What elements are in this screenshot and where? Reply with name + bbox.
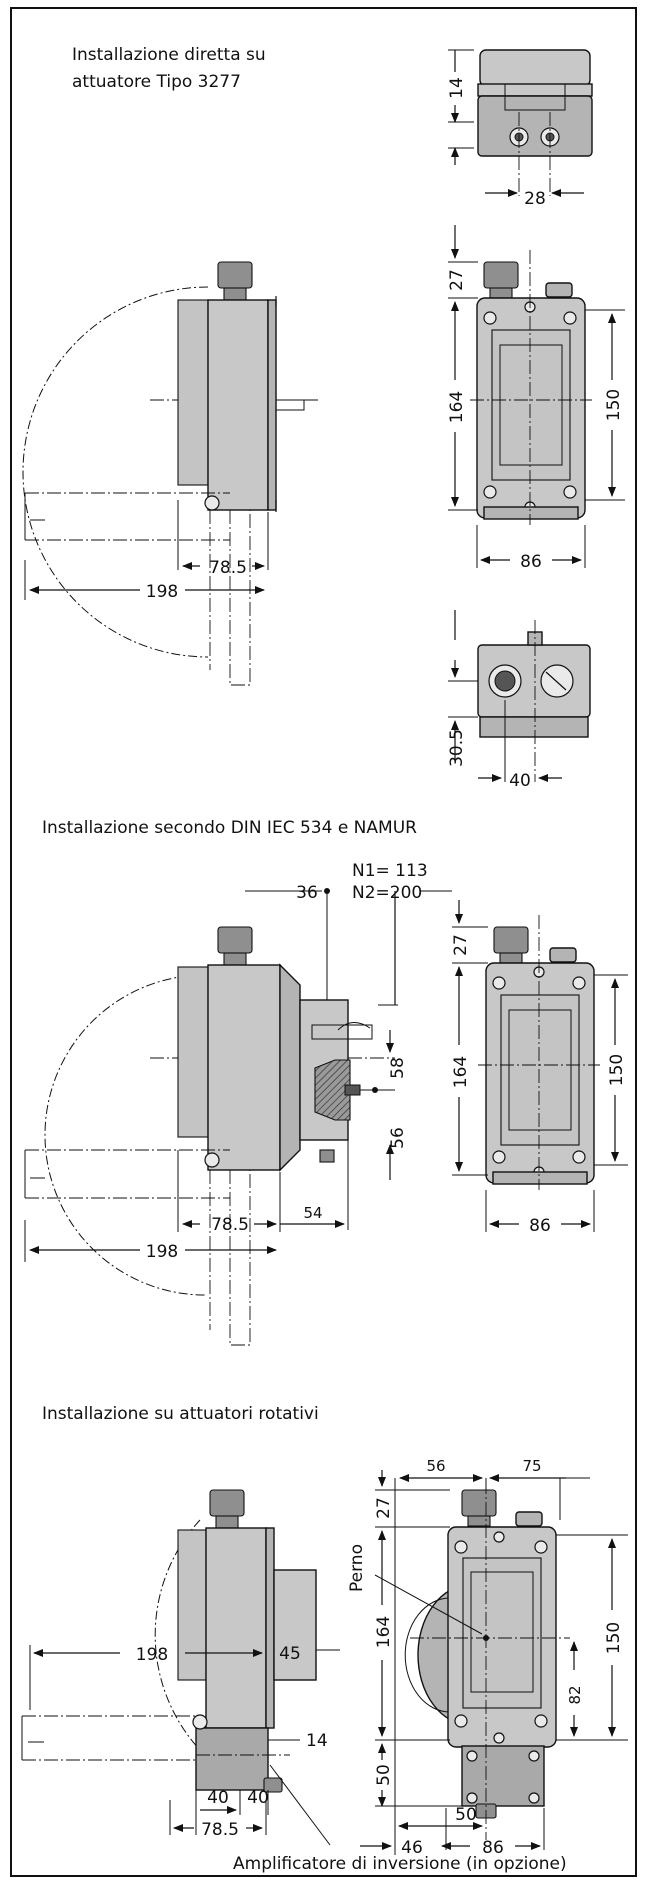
direct-bottom-view: 30.5 40: [447, 610, 591, 791]
rotary-dim-150: 150: [604, 1622, 624, 1654]
rotary-dim-40a: 40: [207, 1788, 229, 1808]
namur-dim-n1: N1= 113: [352, 861, 428, 881]
rotary-front-view: 56 75 27 164 50 Perno 150 82: [347, 1457, 628, 1858]
rotary-title: Installazione su attuatori rotativi: [42, 1404, 319, 1424]
rotary-dim-14: 14: [306, 1731, 328, 1751]
direct-dim-150: 150: [604, 389, 624, 421]
rotary-dim-46: 46: [401, 1838, 423, 1858]
namur-dim-198: 198: [146, 1242, 178, 1262]
rotary-dim-56: 56: [426, 1457, 445, 1475]
namur-side-view: N1= 113 N2=200 36 5: [24, 861, 452, 1346]
rotary-caption: Amplificatore di inversione (in opzione): [233, 1854, 567, 1874]
direct-top-view: 14 28: [447, 49, 593, 209]
direct-dim-78-5: 78.5: [209, 558, 247, 578]
rotary-dim-45: 45: [279, 1644, 301, 1664]
namur-dim-58: 58: [388, 1057, 408, 1079]
rotary-dim-75: 75: [522, 1457, 541, 1475]
direct-dim-86: 86: [520, 552, 542, 572]
namur-dim-78-5: 78.5: [211, 1215, 249, 1235]
rotary-label-perno: Perno: [347, 1544, 367, 1592]
namur-dim-150: 150: [607, 1054, 627, 1086]
rotary-side-view: 198 45 14 40 40 78.5: [21, 1489, 340, 1846]
namur-dim-86: 86: [529, 1216, 551, 1236]
direct-side-view: 78.5 198: [22, 261, 320, 686]
sheet-border: [10, 7, 637, 1877]
rotary-dim-50: 50: [455, 1805, 477, 1825]
rotary-dim-86: 86: [482, 1838, 504, 1858]
rotary-dim-27: 27: [374, 1497, 394, 1519]
direct-dim-40: 40: [509, 771, 531, 791]
direct-dim-14: 14: [447, 77, 467, 99]
rotary-dim-164: 164: [374, 1616, 394, 1648]
section-rotary: Installazione su attuatori rotativi 198 …: [21, 1404, 628, 1874]
direct-title-line2: attuatore Tipo 3277: [72, 72, 241, 92]
direct-title-line1: Installazione diretta su: [72, 45, 266, 65]
direct-dim-164: 164: [447, 391, 467, 423]
direct-dim-30-5: 30.5: [447, 729, 467, 767]
namur-dim-56: 56: [388, 1127, 408, 1149]
namur-dim-54: 54: [303, 1204, 322, 1222]
direct-front-view: 27 164 150 86: [447, 225, 625, 572]
direct-dim-27: 27: [447, 269, 467, 291]
rotary-dim-78-5: 78.5: [201, 1820, 239, 1840]
direct-dim-198: 198: [146, 582, 178, 602]
namur-front-view: 27 164 150 86: [451, 900, 628, 1236]
rotary-dim-50v: 50: [374, 1764, 394, 1786]
namur-dim-164: 164: [451, 1056, 471, 1088]
namur-dim-36: 36: [296, 883, 318, 903]
rotary-dim-82: 82: [566, 1685, 584, 1704]
section-direct-mounting: Installazione diretta su attuatore Tipo …: [22, 45, 625, 791]
section-namur: Installazione secondo DIN IEC 534 e NAMU…: [24, 818, 628, 1346]
rotary-dim-198: 198: [136, 1645, 168, 1665]
direct-dim-28: 28: [524, 189, 546, 209]
namur-title: Installazione secondo DIN IEC 534 e NAMU…: [42, 818, 417, 838]
namur-dim-27: 27: [451, 934, 471, 956]
namur-dim-n2: N2=200: [352, 883, 422, 903]
rotary-dim-40b: 40: [247, 1788, 269, 1808]
